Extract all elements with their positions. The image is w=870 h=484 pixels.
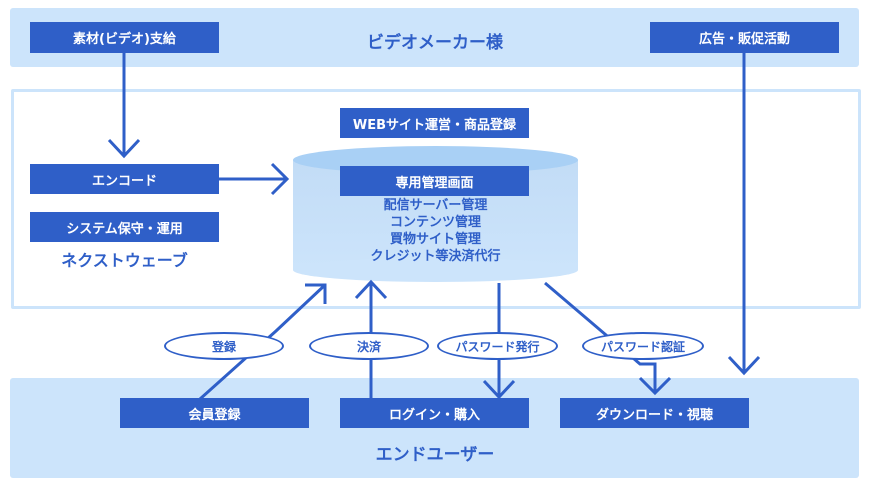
admin-panel-box: 専用管理画面 <box>340 166 529 196</box>
admin-item-content: コンテンツ管理 <box>389 215 481 230</box>
admin-item-payment-agency: クレジット等決済代行 <box>370 249 501 264</box>
flow-label-payment: 決済 <box>309 332 429 360</box>
maintenance-box: システム保守・運用 <box>30 212 219 242</box>
encode-box: エンコード <box>30 164 219 194</box>
arrow-register <box>198 283 327 401</box>
end-user-title: エンドユーザー <box>375 445 495 465</box>
end-user-band <box>10 378 859 478</box>
maker-title: ビデオメーカー様 <box>367 33 503 53</box>
download-view-box: ダウンロード・視聴 <box>560 398 749 428</box>
arrow-promo-to-download <box>727 53 761 376</box>
admin-item-delivery-server: 配信サーバー管理 <box>383 198 488 213</box>
promo-box: 広告・販促活動 <box>650 22 839 53</box>
web-operation-box: WEBサイト運営・商品登録 <box>340 108 529 138</box>
provider-title: ネクストウェーブ <box>61 251 188 270</box>
flow-label-register: 登録 <box>164 332 284 360</box>
member-registration-box: 会員登録 <box>120 398 309 428</box>
login-purchase-box: ログイン・購入 <box>340 398 529 428</box>
supply-box: 素材(ビデオ)支給 <box>30 22 219 53</box>
arrow-supply-to-encode <box>107 53 141 159</box>
arrow-encode-to-admin <box>219 162 290 196</box>
arrow-password-auth <box>544 281 672 396</box>
flow-label-password-auth: パスワード認証 <box>582 332 704 360</box>
admin-function-list: 配信サーバー管理 コンテンツ管理 買物サイト管理 クレジット等決済代行 <box>293 197 578 265</box>
admin-item-shop-site: 買物サイト管理 <box>389 232 481 247</box>
flow-label-password-issue: パスワード発行 <box>437 332 558 360</box>
